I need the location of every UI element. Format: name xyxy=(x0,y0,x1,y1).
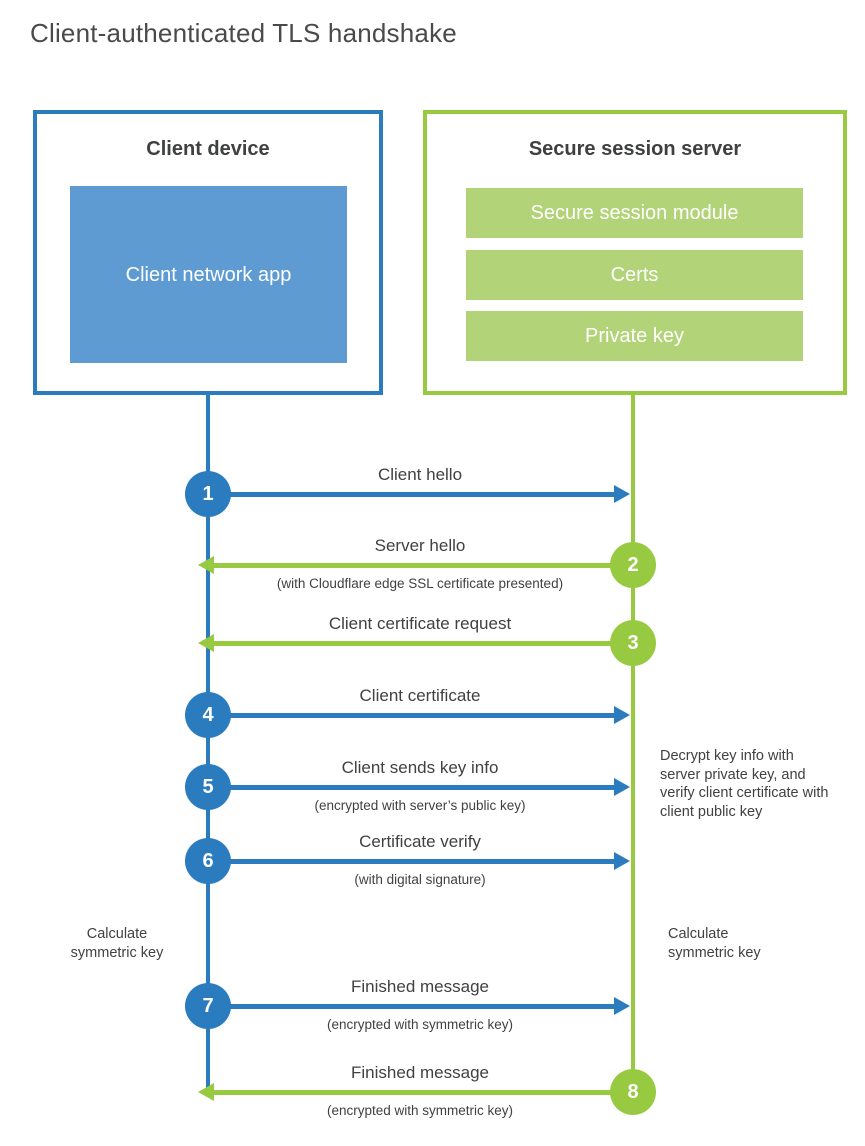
message-sublabel: (encrypted with server’s public key) xyxy=(314,798,526,813)
server-module-private-key: Private key xyxy=(466,311,803,361)
step-number-badge: 3 xyxy=(610,620,656,666)
step-number-badge: 6 xyxy=(185,838,231,884)
message-arrow-line xyxy=(212,1090,630,1095)
message-label: Client certificate request xyxy=(328,614,512,633)
server-lifeline xyxy=(631,395,635,1092)
message-label: Server hello xyxy=(374,536,466,555)
server-module-certs: Certs xyxy=(466,250,803,300)
message-arrow-line xyxy=(212,563,630,568)
message-sublabel: (with digital signature) xyxy=(354,872,486,887)
client-device-title: Client device xyxy=(146,138,270,160)
message-arrow-line xyxy=(210,859,616,864)
secure-session-server-title: Secure session server xyxy=(528,138,742,160)
arrow-right-icon xyxy=(614,778,630,796)
message-label: Client certificate xyxy=(359,686,481,705)
arrow-right-icon xyxy=(614,706,630,724)
client-network-app-box: Client network app xyxy=(70,186,347,363)
message-label: Client sends key info xyxy=(341,758,499,777)
message-arrow-line xyxy=(212,641,630,646)
message-label: Finished message xyxy=(351,1063,489,1082)
arrow-left-icon xyxy=(198,1083,214,1101)
step-number-badge: 8 xyxy=(610,1069,656,1115)
arrow-left-icon xyxy=(198,634,214,652)
message-sublabel: (encrypted with symmetric key) xyxy=(326,1103,514,1118)
message-sublabel: (with Cloudflare edge SSL certificate pr… xyxy=(276,576,564,591)
client-network-app-label: Client network app xyxy=(125,263,292,286)
message-label: Finished message xyxy=(351,977,489,996)
arrow-right-icon xyxy=(614,485,630,503)
arrow-right-icon xyxy=(614,852,630,870)
server-module-secure-session: Secure session module xyxy=(466,188,803,238)
message-label: Client hello xyxy=(377,465,463,484)
diagram-title: Client-authenticated TLS handshake xyxy=(30,18,457,48)
calc-symmetric-key-client: Calculate symmetric key xyxy=(70,926,164,961)
message-arrow-line xyxy=(210,492,616,497)
arrow-right-icon xyxy=(614,997,630,1015)
message-arrow-line xyxy=(210,1004,616,1009)
message-sublabel: (encrypted with symmetric key) xyxy=(326,1017,514,1032)
step-number-badge: 1 xyxy=(185,471,231,517)
step-number-badge: 2 xyxy=(610,542,656,588)
message-arrow-line xyxy=(210,785,616,790)
message-label: Certificate verify xyxy=(359,832,481,851)
client-lifeline xyxy=(206,395,210,1096)
step-number-badge: 7 xyxy=(185,983,231,1029)
message-arrow-line xyxy=(210,713,616,718)
arrow-left-icon xyxy=(198,556,214,574)
server-decrypt-note: Decrypt key info with server private key… xyxy=(660,748,829,820)
step-number-badge: 5 xyxy=(185,764,231,810)
step-number-badge: 4 xyxy=(185,692,231,738)
calc-symmetric-key-server: Calculate symmetric key xyxy=(668,926,761,961)
